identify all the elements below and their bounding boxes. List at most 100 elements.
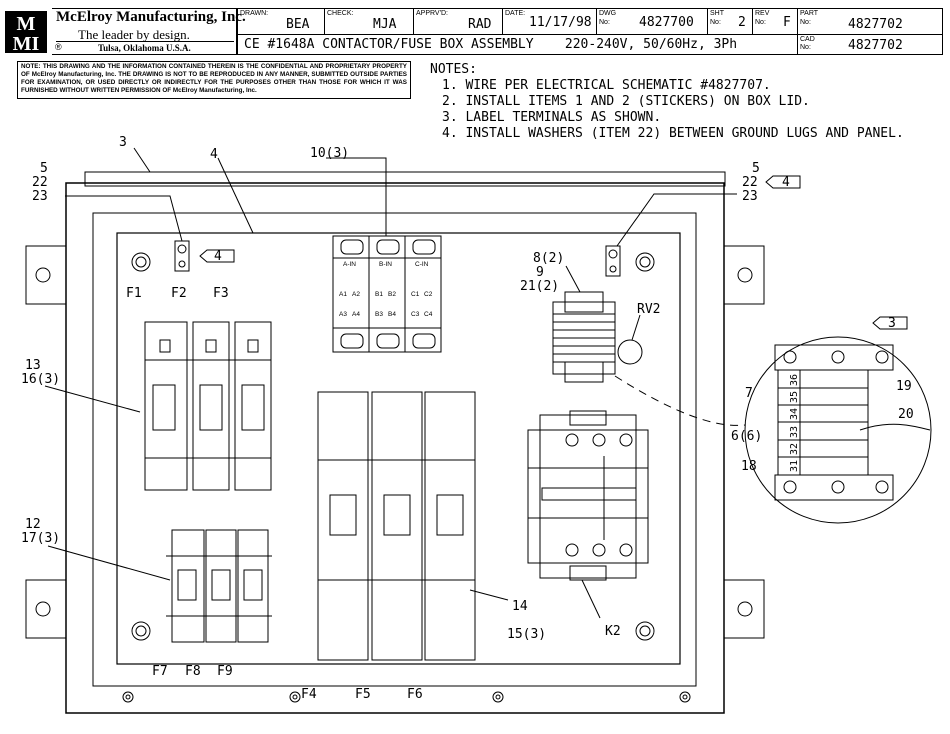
terminal-slot <box>376 333 400 349</box>
fuse-holder-f6 <box>424 391 476 661</box>
label-b4: B4 <box>388 311 396 318</box>
callout-13: 13 <box>25 358 41 373</box>
tagline-rule <box>56 41 234 42</box>
fuse-holders-f1-f3 <box>144 321 272 491</box>
company-logo: M MI <box>3 8 50 55</box>
panel-screw <box>635 621 655 641</box>
varistor-rv2 <box>617 339 643 365</box>
detail-screw <box>831 480 845 494</box>
contactor-window <box>541 487 637 501</box>
callout-text: 3 4 5 22 23 10(3) 5 22 23 4 4 3 8(2) 9 2… <box>21 135 914 702</box>
callout-f6: F6 <box>407 687 423 702</box>
date-value: 11/17/98 <box>529 15 592 30</box>
callout-5-right: 5 <box>752 161 760 176</box>
ground-lug-screw <box>609 265 617 273</box>
enclosure-screw <box>682 694 688 700</box>
fuse-holder-f3 <box>234 321 272 491</box>
callout-4: 4 <box>210 147 218 162</box>
cad-cell: CAD No: 4827702 <box>797 34 943 55</box>
callout-f7: F7 <box>152 664 168 679</box>
detail-screw <box>783 480 797 494</box>
leader-10 <box>326 157 387 236</box>
drawn-value: BEA <box>286 17 310 32</box>
rev-label-1: REV <box>755 10 770 17</box>
contactor-bottom-tab <box>569 565 607 581</box>
contactor-k2 <box>527 410 649 581</box>
detail-rail-bottom <box>774 474 894 501</box>
terminal-number: 33 <box>789 426 800 438</box>
terminal-number: 31 <box>789 460 800 472</box>
flag-3-detail <box>872 316 908 330</box>
fuse-holder-f2 <box>192 321 230 491</box>
company-tagline: The leader by design. <box>78 27 190 42</box>
company-location: Tulsa, Oklahoma U.S.A. <box>98 43 191 53</box>
detail-screw <box>831 350 845 364</box>
part-cell: PART No: 4827702 <box>797 8 943 35</box>
ground-lug-body <box>605 245 621 277</box>
enclosure-screw <box>492 691 504 703</box>
company-block <box>52 8 237 55</box>
callout-22-right: 22 <box>742 175 758 190</box>
terminal-slot <box>340 239 364 255</box>
terminal-number: 32 <box>789 443 800 455</box>
callout-23-left: 23 <box>32 189 48 204</box>
apprvd-value: RAD <box>468 17 492 32</box>
contactor-frame <box>527 429 649 564</box>
fuse-window <box>241 384 265 431</box>
enclosure-inner <box>92 212 697 687</box>
fuse-holder-f9 <box>237 529 269 643</box>
label-c4: C4 <box>424 311 433 318</box>
cad-label-1: CAD <box>800 36 815 43</box>
callout-9: 9 <box>536 265 544 280</box>
leader-13-16 <box>44 385 141 413</box>
mount-tab-left-bottom <box>25 579 66 639</box>
dwg-label-2: No: <box>599 19 610 26</box>
fuse-window <box>152 384 176 431</box>
detail-view <box>614 336 932 524</box>
drawing-description: CE #1648A CONTACTOR/FUSE BOX ASSEMBLY 22… <box>244 37 738 52</box>
label-b-in: B-IN <box>379 261 392 268</box>
panel-screw <box>131 252 151 272</box>
fuse-holders-f4-f6 <box>317 391 476 661</box>
mount-hole <box>737 601 753 617</box>
terminal-strip <box>552 291 643 383</box>
terminal-slot <box>376 239 400 255</box>
detail-screw <box>875 350 889 364</box>
contactor-top-tab <box>569 410 607 426</box>
label-b2: B2 <box>388 291 396 298</box>
enclosure-screw <box>289 691 301 703</box>
callout-14: 14 <box>512 599 528 614</box>
mount-tab-left-top <box>25 245 66 305</box>
mount-tab-right-bottom <box>724 579 765 639</box>
enclosure-screw <box>122 691 134 703</box>
flag-boxes <box>199 175 908 330</box>
terminal-slot <box>340 333 364 349</box>
cad-label-2: No: <box>800 44 811 51</box>
contactor-screw <box>592 433 606 447</box>
ground-lug-screw <box>608 249 618 259</box>
leader-8-9-21 <box>565 265 581 293</box>
callout-f9: F9 <box>217 664 233 679</box>
registered-mark: ® <box>55 42 62 52</box>
fuse-holder-f4 <box>317 391 369 661</box>
confidentiality-notice: NOTE: THIS DRAWING AND THE INFORMATION C… <box>17 61 411 99</box>
callout-f5: F5 <box>355 687 371 702</box>
panel-screw <box>135 256 147 268</box>
callout-21: 21(2) <box>520 279 559 294</box>
enclosure-screw <box>125 694 131 700</box>
terminal-number: 36 <box>789 374 800 386</box>
label-b1: B1 <box>375 291 383 298</box>
callout-19: 19 <box>896 379 912 394</box>
detail-screw <box>875 480 889 494</box>
contactor-screw <box>565 433 579 447</box>
rev-value: F <box>783 15 791 30</box>
callout-k2: K2 <box>605 624 621 639</box>
fuse-holder-f5 <box>371 391 423 661</box>
mount-hole <box>35 267 51 283</box>
callout-f8: F8 <box>185 664 201 679</box>
ground-lug-screw <box>178 260 186 268</box>
leader-3 <box>133 147 151 173</box>
label-a3: A3 <box>339 311 347 318</box>
callout-7: 7 <box>745 386 753 401</box>
callout-rv2: RV2 <box>637 302 660 317</box>
